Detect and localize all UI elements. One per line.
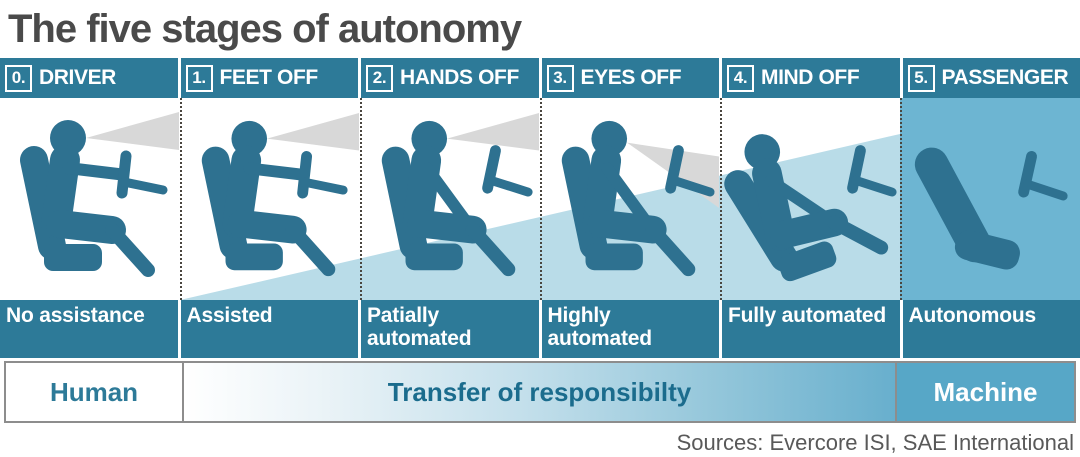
stage-header-hands-off: 2. HANDS OFF bbox=[361, 58, 539, 98]
stage-column-passenger bbox=[900, 98, 1080, 300]
empty-seat-icon bbox=[914, 147, 1068, 270]
stage-label-row: No assistance Assisted Patially automate… bbox=[0, 300, 1080, 358]
stage-header-mind-off: 4. MIND OFF bbox=[722, 58, 900, 98]
responsibility-bar: Human Transfer of responsibilty Machine bbox=[4, 361, 1076, 423]
gaze-cone-forward bbox=[447, 112, 540, 151]
driver-hands-on-wheel-icon bbox=[201, 112, 360, 277]
stage-label-no-assistance: No assistance bbox=[0, 300, 178, 358]
stage-number-badge: 3. bbox=[546, 64, 574, 92]
icon-strip bbox=[0, 98, 1080, 300]
human-cell: Human bbox=[6, 363, 184, 421]
transfer-of-responsibility-cell: Transfer of responsibilty bbox=[184, 363, 897, 421]
stage-header-driver: 0. DRIVER bbox=[0, 58, 178, 98]
stage-header-feet-off: 1. FEET OFF bbox=[180, 58, 358, 98]
stage-column-eyes-off bbox=[540, 98, 720, 300]
stage-column-mind-off bbox=[720, 98, 900, 300]
stage-label-fully-automated: Fully automated bbox=[722, 300, 900, 358]
stage-column-driver bbox=[0, 98, 180, 300]
stage-columns bbox=[0, 98, 1080, 300]
driver-hands-off-wheel-icon bbox=[381, 112, 540, 277]
stage-number-badge: 1. bbox=[185, 64, 213, 92]
stage-header-row: 0. DRIVER 1. FEET OFF 2. HANDS OFF 3. EY… bbox=[0, 58, 1080, 98]
driver-reclined-icon bbox=[724, 134, 897, 282]
machine-cell: Machine bbox=[897, 363, 1074, 421]
stage-number-badge: 0. bbox=[5, 64, 32, 92]
stage-number-badge: 5. bbox=[907, 64, 935, 92]
stage-header-label: EYES OFF bbox=[580, 66, 682, 89]
stage-number-badge: 4. bbox=[727, 64, 754, 92]
stage-header-label: HANDS OFF bbox=[400, 66, 519, 89]
stage-number-badge: 2. bbox=[366, 64, 393, 92]
gaze-cone-forward bbox=[86, 112, 179, 150]
stage-header-label: MIND OFF bbox=[761, 66, 860, 89]
stage-header-passenger: 5. PASSENGER bbox=[902, 58, 1080, 98]
steering-wheel-icon bbox=[116, 150, 132, 199]
page-title: The five stages of autonomy bbox=[8, 7, 522, 51]
stage-header-eyes-off: 3. EYES OFF bbox=[541, 58, 719, 98]
stage-label-autonomous: Autonomous bbox=[902, 300, 1080, 358]
stage-label-highly-automated: Highly automated bbox=[541, 300, 719, 358]
stage-label-assisted: Assisted bbox=[180, 300, 358, 358]
stage-label-partially-automated: Patially automated bbox=[361, 300, 539, 358]
steering-wheel-icon bbox=[297, 151, 313, 199]
stage-column-feet-off bbox=[180, 98, 360, 300]
stage-header-label: DRIVER bbox=[39, 66, 116, 89]
stage-header-label: PASSENGER bbox=[941, 66, 1069, 89]
driver-hands-on-wheel-icon bbox=[20, 112, 179, 277]
sources-caption: Sources: Evercore ISI, SAE International bbox=[676, 430, 1074, 455]
stage-column-hands-off bbox=[360, 98, 540, 300]
driver-eyes-off-road-icon bbox=[561, 120, 720, 277]
stage-header-label: FEET OFF bbox=[219, 66, 319, 89]
gaze-cone-forward bbox=[267, 112, 360, 151]
